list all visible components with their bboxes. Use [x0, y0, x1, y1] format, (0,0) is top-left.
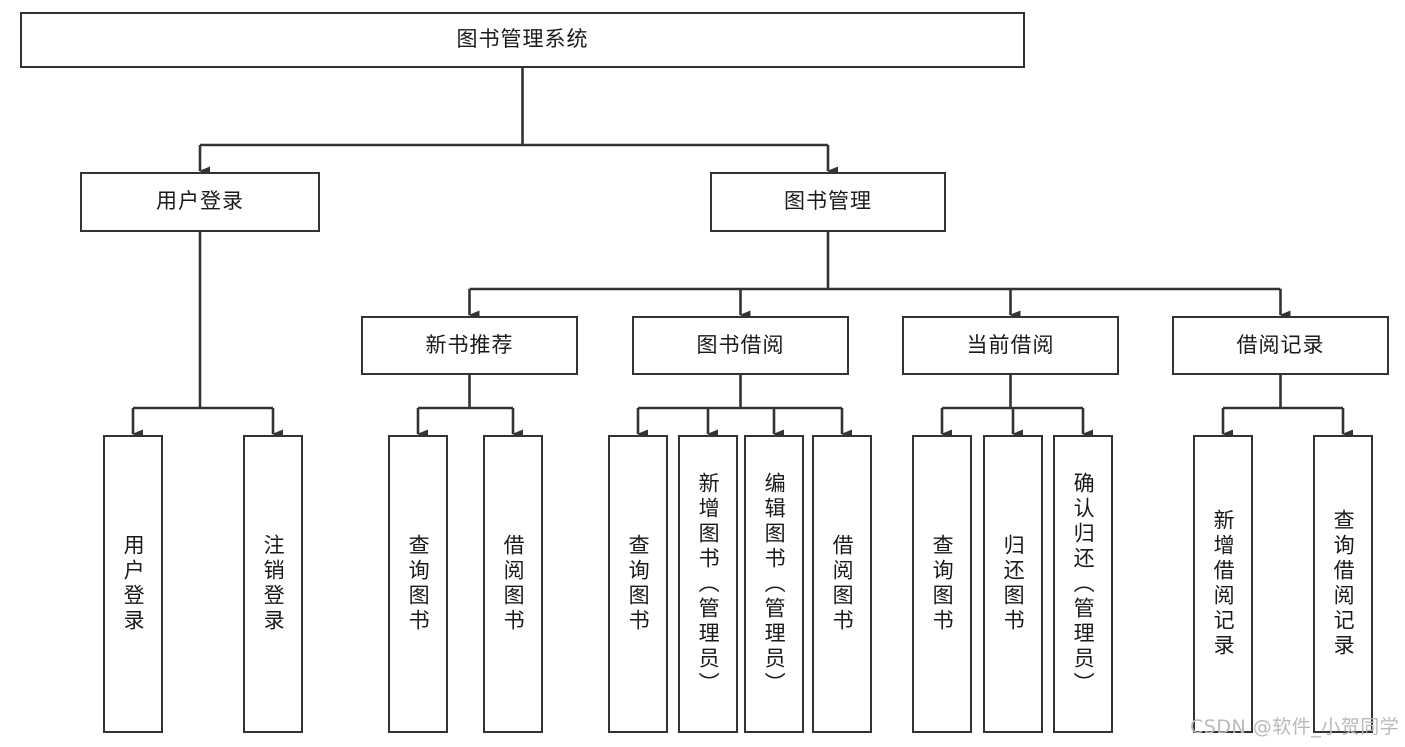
- node-leaf-edit-book[interactable]: 编辑图书（管理员）: [744, 435, 804, 733]
- node-user-login-label: 用户登录: [156, 189, 244, 214]
- node-leaf-confirm-return[interactable]: 确认归还（管理员）: [1053, 435, 1113, 733]
- node-leaf-logout-label: 注销登录: [261, 534, 286, 634]
- node-leaf-query-book-2-label: 查询图书: [626, 534, 651, 634]
- node-leaf-query-book-2[interactable]: 查询图书: [608, 435, 668, 733]
- node-leaf-logout[interactable]: 注销登录: [243, 435, 303, 733]
- node-leaf-confirm-return-label: 确认归还（管理员）: [1071, 471, 1096, 697]
- csdn-watermark: CSDN @软件_小贺同学: [1190, 716, 1400, 738]
- node-leaf-add-book[interactable]: 新增图书（管理员）: [678, 435, 738, 733]
- node-leaf-borrow-book-1-label: 借阅图书: [501, 534, 526, 634]
- node-leaf-borrow-book-2[interactable]: 借阅图书: [812, 435, 872, 733]
- node-book-manage[interactable]: 图书管理: [710, 172, 946, 232]
- node-current-borrow-label: 当前借阅: [966, 332, 1055, 357]
- node-leaf-user-login[interactable]: 用户登录: [103, 435, 163, 733]
- node-leaf-query-book-3-label: 查询图书: [930, 534, 955, 634]
- node-book-borrow[interactable]: 图书借阅: [632, 316, 849, 375]
- node-new-book-recommend[interactable]: 新书推荐: [361, 316, 578, 375]
- node-new-book-recommend-label: 新书推荐: [425, 332, 514, 357]
- node-root[interactable]: 图书管理系统: [20, 12, 1025, 68]
- node-leaf-edit-book-label: 编辑图书（管理员）: [762, 471, 787, 697]
- node-leaf-return-book[interactable]: 归还图书: [983, 435, 1043, 733]
- node-leaf-query-borrow-record[interactable]: 查询借阅记录: [1313, 435, 1373, 733]
- node-leaf-add-book-label: 新增图书（管理员）: [696, 471, 721, 697]
- node-leaf-query-book-3[interactable]: 查询图书: [912, 435, 972, 733]
- node-leaf-add-borrow-record[interactable]: 新增借阅记录: [1193, 435, 1253, 733]
- node-book-manage-label: 图书管理: [784, 189, 872, 214]
- node-root-label: 图书管理系统: [456, 27, 589, 52]
- node-leaf-user-login-label: 用户登录: [121, 534, 146, 634]
- node-leaf-query-borrow-record-label: 查询借阅记录: [1331, 509, 1356, 659]
- node-book-borrow-label: 图书借阅: [696, 332, 785, 357]
- node-leaf-borrow-book-2-label: 借阅图书: [830, 534, 855, 634]
- node-leaf-query-book-1-label: 查询图书: [406, 534, 431, 634]
- node-borrow-record-label: 借阅记录: [1236, 332, 1325, 357]
- node-leaf-borrow-book-1[interactable]: 借阅图书: [483, 435, 543, 733]
- node-leaf-add-borrow-record-label: 新增借阅记录: [1211, 509, 1236, 659]
- node-leaf-query-book-1[interactable]: 查询图书: [388, 435, 448, 733]
- node-user-login[interactable]: 用户登录: [80, 172, 320, 232]
- node-borrow-record[interactable]: 借阅记录: [1172, 316, 1389, 375]
- node-leaf-return-book-label: 归还图书: [1001, 534, 1026, 634]
- node-current-borrow[interactable]: 当前借阅: [902, 316, 1119, 375]
